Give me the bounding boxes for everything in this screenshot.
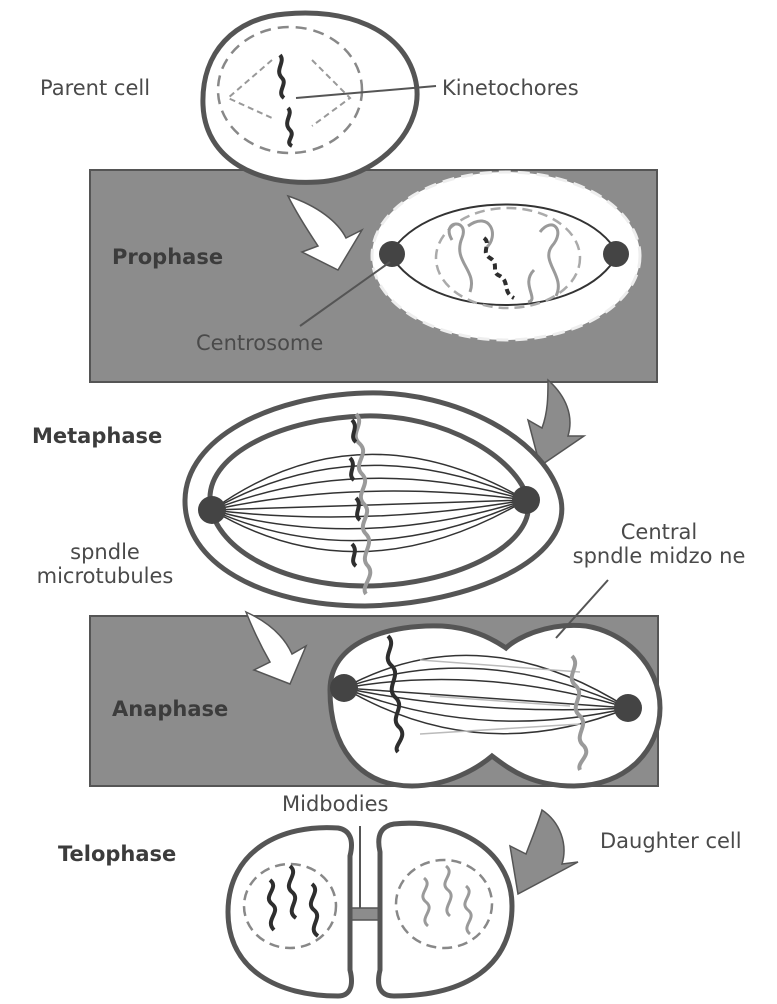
central-spindle-midzone-line2: spndle midzo ne [548, 544, 770, 568]
telophase-label: Telophase [58, 842, 176, 866]
centrosome-label: Centrosome [196, 331, 323, 355]
centrosome-anaphase-left [330, 674, 358, 702]
arrow-to-telophase [510, 810, 578, 894]
centrosome-right [603, 241, 629, 267]
central-spindle-midzone-line1: Central [548, 520, 770, 544]
prophase-cell [372, 172, 640, 340]
metaphase-cell [185, 393, 562, 606]
centrosome-metaphase-left [198, 496, 226, 524]
telophase-cells [228, 823, 512, 996]
centrosome-metaphase-right [512, 486, 540, 514]
anaphase-label: Anaphase [112, 697, 228, 721]
kinetochores-label: Kinetochores [442, 76, 579, 100]
spindle-microtubules-line2: microtubules [10, 564, 200, 588]
centrosome-left [379, 241, 405, 267]
spindle-microtubules-line1: spndle [10, 540, 200, 564]
parent-cell-label: Parent cell [40, 76, 150, 100]
prophase-label: Prophase [112, 245, 223, 269]
centrosome-anaphase-right [614, 694, 642, 722]
metaphase-label: Metaphase [32, 424, 162, 448]
central-spindle-midzone-label: Central spndle midzo ne [548, 520, 770, 568]
spindle-microtubules-label: spndle microtubules [10, 540, 200, 588]
daughter-cell-label: Daughter cell [600, 829, 742, 853]
midbodies-label: Midbodies [282, 792, 389, 816]
